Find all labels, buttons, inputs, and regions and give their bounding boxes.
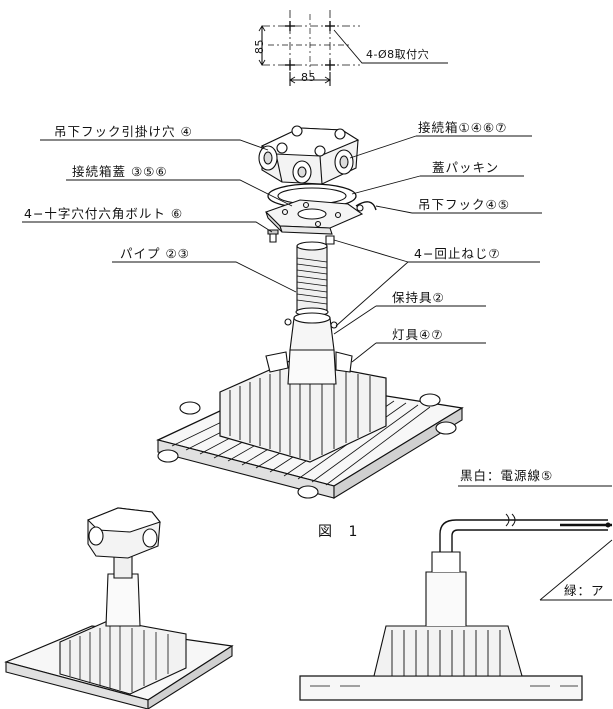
mounting-hole-pattern: [258, 10, 448, 86]
light-fixture: [156, 349, 464, 499]
assembled-view: [4, 507, 234, 709]
label-lid-packing: 蓋パッキン: [432, 160, 500, 175]
junction-box: [258, 125, 360, 185]
label-ground-wire: 緑：ア: [564, 583, 605, 598]
figure-caption: 図 1: [318, 524, 364, 540]
label-fixture: 灯具④⑦: [392, 327, 444, 342]
side-elevation-view: [299, 513, 612, 701]
leader-lines: [22, 135, 613, 601]
label-pipe: パイプ ②③: [120, 246, 190, 261]
holder: [284, 312, 338, 351]
label-junction-lid: 接続箱蓋 ③⑤⑥: [72, 164, 168, 179]
label-hook-hole: 吊下フック引掛け穴 ④: [54, 124, 193, 139]
label-holder: 保持具②: [392, 290, 445, 305]
hex-bolts: [267, 229, 335, 245]
pipe: [295, 241, 329, 317]
label-hanging-hook: 吊下フック④⑤: [418, 197, 510, 212]
dim-vertical-85: 85: [253, 39, 266, 54]
hanging-hook: [355, 201, 377, 212]
label-set-screw: 4−回止ねじ⑦: [414, 246, 501, 261]
label-junction-box: 接続箱①④⑥⑦: [418, 120, 508, 135]
mounting-holes-label: 4-Ø8取付穴: [366, 48, 430, 61]
label-power-wire: 黒白：電源線⑤: [460, 468, 554, 483]
junction-box-lid: [264, 199, 364, 235]
label-hex-bolt: 4−十字穴付六角ボルト ⑥: [24, 206, 184, 221]
dim-horizontal-85: 85: [301, 71, 316, 84]
